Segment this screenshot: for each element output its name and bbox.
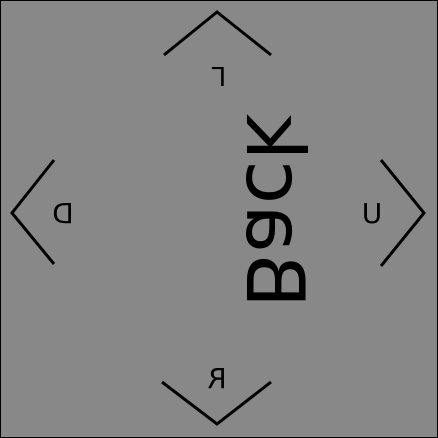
edge-bottom[interactable]: R xyxy=(161,362,272,426)
chevron-right-icon[interactable] xyxy=(379,159,426,267)
edge-left-label: D xyxy=(52,197,74,230)
edge-top[interactable]: L xyxy=(163,10,272,90)
face-title: Back xyxy=(228,113,321,308)
edge-left[interactable]: D xyxy=(10,159,74,265)
edge-bottom-label: R xyxy=(207,362,226,395)
chevron-down-icon[interactable] xyxy=(161,380,272,426)
chevron-up-icon[interactable] xyxy=(163,10,272,57)
edge-right-label: U xyxy=(362,197,383,230)
chevron-left-icon[interactable] xyxy=(10,159,56,265)
edge-top-label: L xyxy=(211,60,226,90)
edge-right[interactable]: U xyxy=(362,159,426,267)
